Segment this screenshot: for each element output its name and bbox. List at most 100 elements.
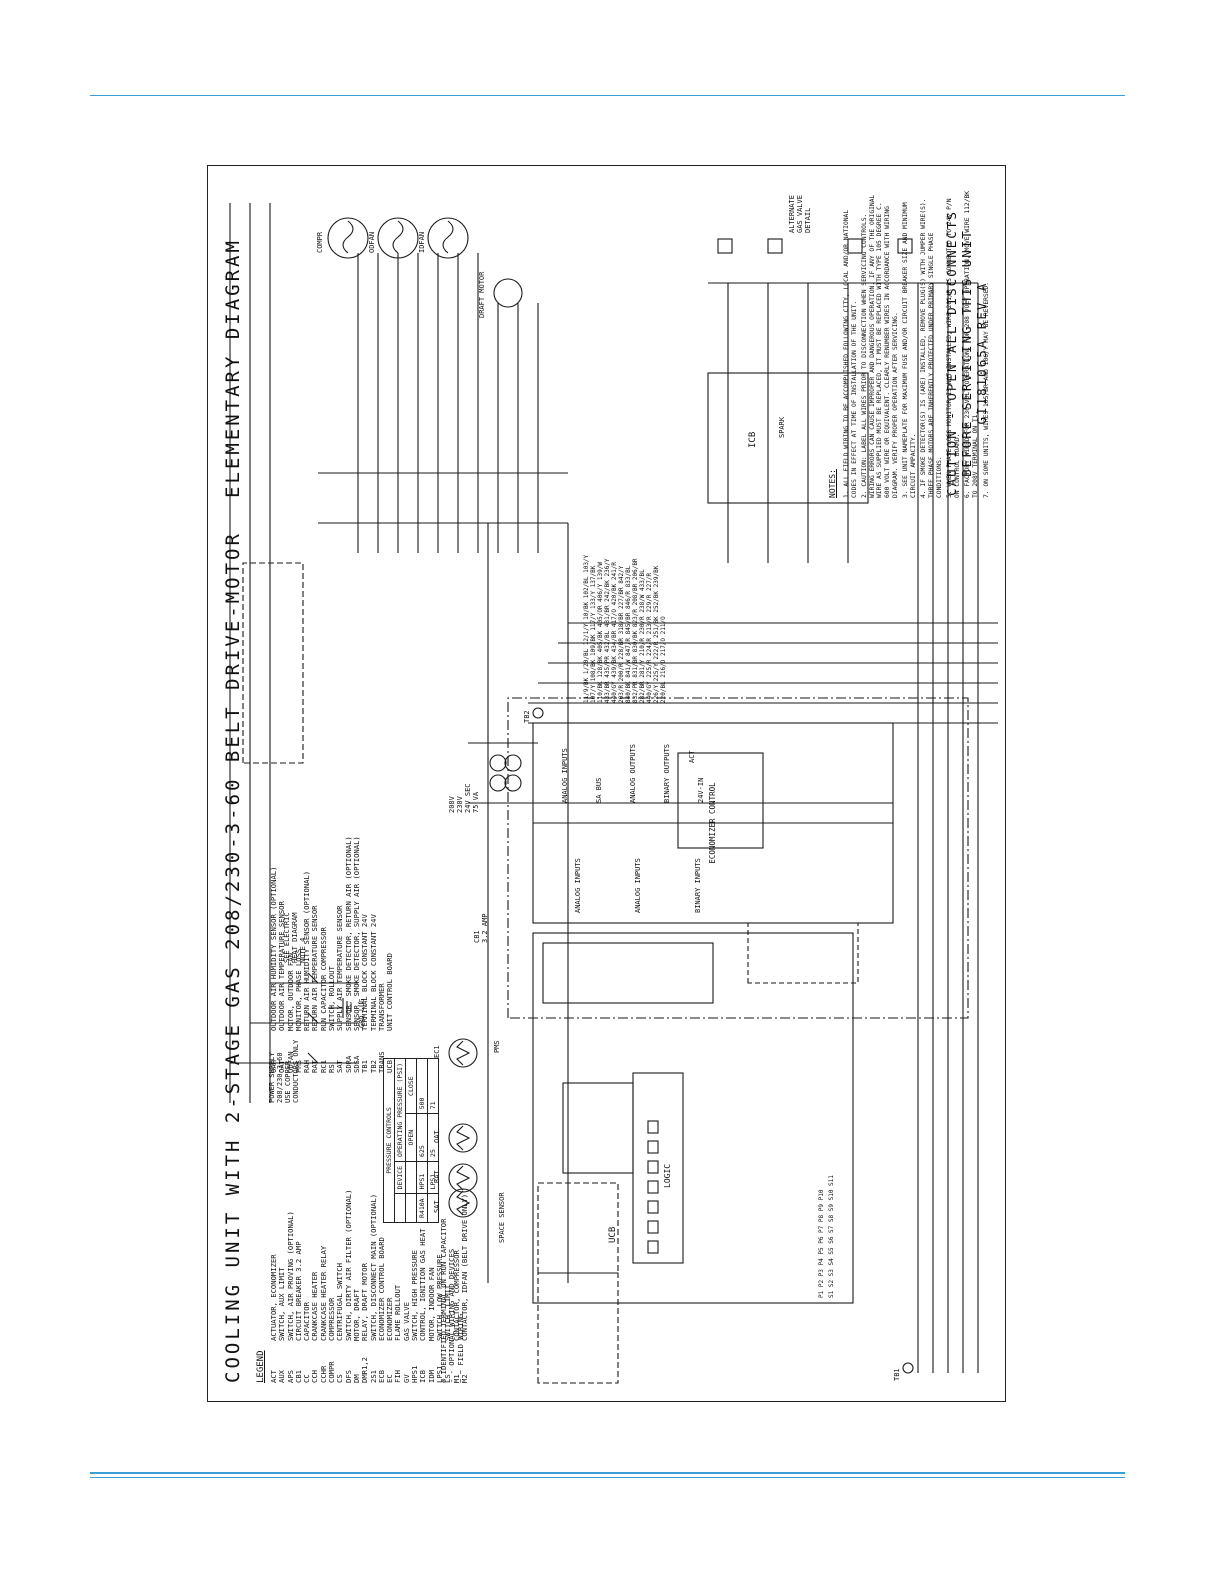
plug-label: P2 xyxy=(818,1276,825,1288)
alt-gas-valve-line: DETAIL xyxy=(804,207,812,233)
control-bus xyxy=(487,523,998,1283)
plug-labels: P1 P2 P3 P4 P5 P6 P7 P8 P9 P10 xyxy=(818,1190,825,1298)
plug-label: P9 xyxy=(818,1200,825,1212)
wire-label: 225/R xyxy=(646,656,653,678)
tb1-terminal xyxy=(902,1362,914,1374)
cb1-label: CB1 3.2 AMP xyxy=(473,913,489,943)
wire-label: 841/W xyxy=(625,656,632,678)
diagram-subtitle: ELEMENTARY DIAGRAM xyxy=(222,238,244,498)
switch-label: S3 xyxy=(828,1265,835,1277)
tb2-terminal xyxy=(532,707,544,719)
ecb-group-label: SA BUS xyxy=(595,777,603,803)
wire-label: 434/BR xyxy=(611,627,618,653)
wire-label: 227/R xyxy=(646,572,653,591)
symbol-key-line: ~ ~ FIELD WIRING xyxy=(455,1313,465,1383)
see-heat-line: SEE ELECTRIC xyxy=(283,912,291,963)
pc-header-cell: CLOSE xyxy=(405,1058,417,1114)
wire-label: 823/R xyxy=(632,605,639,628)
wire-label: 210/R xyxy=(639,634,646,657)
wire-label: 128/BK xyxy=(597,652,604,678)
ucb-terminal-strip xyxy=(542,942,714,1004)
ecb-group-label: 24V-IN xyxy=(697,777,705,803)
economizer-optional-envelope xyxy=(507,697,969,1019)
grd-lug-label: GRD LUG xyxy=(358,998,366,1028)
switch-label: S7 xyxy=(828,1222,835,1233)
legend-item: CCHRCRANKCASE HEATER RELAY xyxy=(319,1190,328,1383)
wire-label: 432/BL xyxy=(604,627,611,653)
ecb-group-label: ANALOG INPUTS xyxy=(634,858,642,913)
wire-label: 220/BL xyxy=(660,677,667,703)
switch-label: S8 xyxy=(828,1211,835,1223)
switch-labels: S1 S2 S3 S4 S5 S6 S7 S8 S9 S10 S11 xyxy=(828,1175,835,1298)
note-item: 3. SEE UNIT NAMEPLATE FOR MAXIMUM FUSE A… xyxy=(902,202,917,498)
legend-item: CB1CIRCUIT BREAKER 3.2 AMP xyxy=(294,1190,303,1383)
pc-cell: R410A xyxy=(416,1193,428,1223)
wiring-svg xyxy=(229,203,998,1384)
wire-label: 103/Y xyxy=(583,554,590,573)
legend-item: UCBUNIT CONTROL BOARD xyxy=(385,836,395,1073)
wire-label: 10/BK xyxy=(583,598,590,620)
wire-label: 228/BR xyxy=(618,634,625,660)
plug-label: P4 xyxy=(818,1254,825,1266)
pc-header-cell: OPERATING PRESSURE (PSI) xyxy=(394,1058,406,1162)
note-item: 4. IF SMOKE DETECTOR(S) IS (ARE) INSTALL… xyxy=(920,198,943,499)
pressure-controls-table: PRESSURE CONTROLS DEVICE OPERATING PRESS… xyxy=(383,1058,439,1223)
legend-heading: LEGEND xyxy=(256,1350,266,1383)
wire-label: 200/R xyxy=(618,659,625,682)
pc-header-cell xyxy=(394,1193,406,1223)
wire-label: 11/9/BK xyxy=(583,674,590,703)
plug-label: P10 xyxy=(818,1189,825,1201)
wire-label: 239/BK xyxy=(653,565,660,588)
logic-block xyxy=(632,1072,684,1264)
transformer-label: 208V 230V 24V SEC 75 VA xyxy=(448,783,480,813)
see-heat-label: SEE ELECTRIC HEAT DIAGRAM NOTE 4 xyxy=(283,912,307,963)
tb2-label: TB2 xyxy=(523,710,531,723)
wire-label: 281/Y xyxy=(639,656,646,678)
wire-label: 224/R xyxy=(646,634,653,657)
legend-desc: UNIT CONTROL BOARD xyxy=(385,953,395,1031)
wire-label: 440/GY xyxy=(646,677,653,703)
wire-label: 830/BK xyxy=(632,627,639,653)
pc-header-cell: OPEN xyxy=(405,1113,417,1162)
caution-line: CAUTION - OPEN ALL DISCONNECTS xyxy=(944,210,959,496)
diagram-frame: COOLING UNIT WITH 2-STAGE GAS 208/230-3-… xyxy=(207,165,1006,1402)
wire-label: 238/W xyxy=(639,590,646,613)
pc-header-cell xyxy=(405,1193,417,1223)
diagram-title: COOLING UNIT WITH 2-STAGE GAS 208/230-3-… xyxy=(222,531,244,1383)
plug-label: P7 xyxy=(818,1222,825,1233)
power-supply-line: 208/230-3-60 xyxy=(276,1052,284,1103)
wire-label: 227/BR xyxy=(618,583,625,610)
logic-label: LOGIC xyxy=(663,1163,672,1188)
switch-label: S5 xyxy=(828,1243,835,1255)
switch-label: S10 xyxy=(828,1185,835,1201)
wire-labels-block: 11/9/BK 1/20/BL 12/1/Y 10/BK 102/BL 103/… xyxy=(583,553,667,703)
ecb-group-label: ANALOG INPUTS xyxy=(561,748,569,803)
switch-label: S1 xyxy=(828,1287,835,1298)
wire-label: 251/BK xyxy=(653,612,660,638)
wire-label: 230/R xyxy=(639,612,646,635)
switch-label: S9 xyxy=(828,1200,835,1212)
wire-label: 203/R xyxy=(618,681,625,703)
table-row: R410A HPS1 625 500 xyxy=(416,1058,428,1223)
sensor-oat-label: OAT xyxy=(433,1130,441,1143)
wire-label: 842/Y xyxy=(618,565,625,584)
wire-label: 241/R xyxy=(611,562,618,581)
wire-label: 832/PR xyxy=(632,677,639,703)
wire-label: 137/BK xyxy=(590,565,597,588)
contactor-feeds xyxy=(318,253,568,553)
alt-gas-valve-label: ALTERNATE GAS VALVE DETAIL xyxy=(788,195,812,233)
pc-cell: HPS1 xyxy=(416,1161,428,1194)
power-supply-line: USE COPPER xyxy=(284,1060,292,1103)
pc-header-cell: DEVICE xyxy=(394,1161,406,1194)
wire-label: 229/R xyxy=(646,590,653,613)
wire-label: 236/Y xyxy=(604,558,611,577)
wire-label: 242/BK xyxy=(604,576,611,602)
footer-rule-thin xyxy=(90,1477,1125,1478)
see-heat-line: NOTE 4 xyxy=(299,937,307,963)
sdra-box xyxy=(537,1182,619,1274)
footer-rule-thick xyxy=(90,1472,1125,1474)
caution-line: BEFORE SERVICING THIS UNIT xyxy=(959,229,974,477)
power-lines xyxy=(229,203,358,1103)
wire-label: 226/Y xyxy=(653,681,660,703)
gas-valve xyxy=(717,238,913,254)
